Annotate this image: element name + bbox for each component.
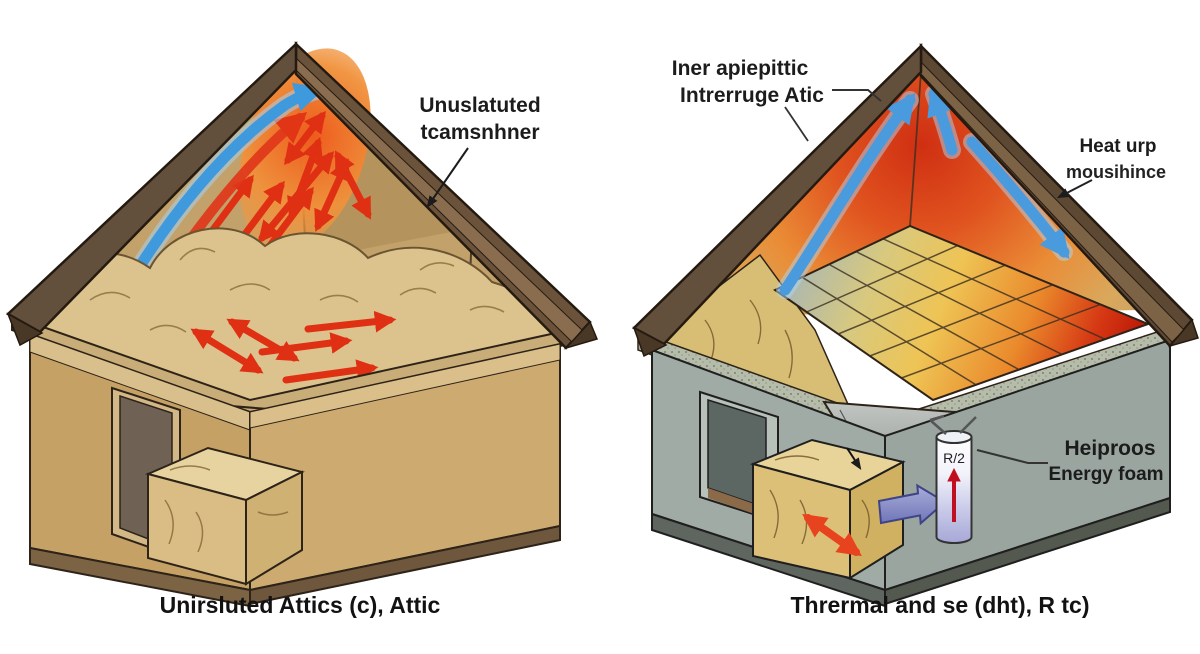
cylinder-wires [929, 414, 977, 435]
right-house: R/2 Iner apiepittic Intrerruge Atic Heat… [631, 42, 1199, 618]
roof-label-leader [426, 147, 469, 208]
right-caption: Thrermal and se (dht), R tc) [790, 592, 1089, 618]
thermal-grid-deck [773, 224, 1151, 402]
cylinder-label: R/2 [943, 450, 965, 466]
grid-lines [801, 238, 1106, 386]
cube-texture [164, 465, 289, 553]
heat-label-line2: mousihince [1066, 162, 1166, 182]
airflow-arrows-icon [779, 85, 1070, 296]
foam-label-line2: Energy foam [1048, 464, 1163, 485]
attic-label-leader [832, 89, 882, 102]
r-value-cylinder: R/2 [929, 414, 977, 544]
small-pointer-arrow-icon [846, 447, 862, 471]
attic-label-line1: Iner apiepittic [672, 57, 809, 80]
right-attic-interior [680, 72, 1148, 316]
foam-label-line1: Heiproos [1064, 437, 1155, 460]
attic-label-line2: Intrerruge Atic [680, 84, 824, 107]
roof-label-line1: Unuslatuted [419, 94, 540, 117]
roof-left-eave-tip [632, 326, 668, 358]
foam-label-leader [976, 449, 1048, 464]
right-base-board [884, 496, 1171, 606]
insulation-cube [144, 446, 305, 586]
energy-flow-arrow-icon [877, 483, 947, 526]
attic-label-leader-2 [784, 106, 809, 142]
ridge-fold [909, 71, 922, 227]
left-house: Unuslatuted tcamsnhner Unirsluted Attics… [5, 41, 599, 618]
air-leak-arrow-icon [112, 82, 325, 308]
left-caption: Unirsluted Attics (c), Attic [160, 592, 441, 618]
heat-label-line1: Heat urp [1079, 136, 1156, 157]
insulated-attic-illustration: R/2 Iner apiepittic Intrerruge Atic Heat… [631, 42, 1199, 618]
roof-left-eave-tip [6, 312, 44, 347]
cube-heat-arrow-icon [802, 513, 862, 557]
roof-right-eave-tip [1167, 318, 1199, 348]
door-floor [708, 488, 766, 518]
right-wall-top-plate [249, 343, 561, 429]
roof-right-eave-tip [563, 320, 599, 350]
heat-label-leader [1056, 179, 1093, 199]
roof-label-line2: tcamsnhner [420, 121, 539, 144]
floor-heat-arrows-icon [190, 310, 397, 384]
insulation-texture [89, 247, 505, 333]
left-base-board [29, 546, 251, 608]
uninsulated-attic-illustration: Unuslatuted tcamsnhner Unirsluted Attics… [5, 41, 599, 618]
right-base-board [249, 524, 561, 606]
